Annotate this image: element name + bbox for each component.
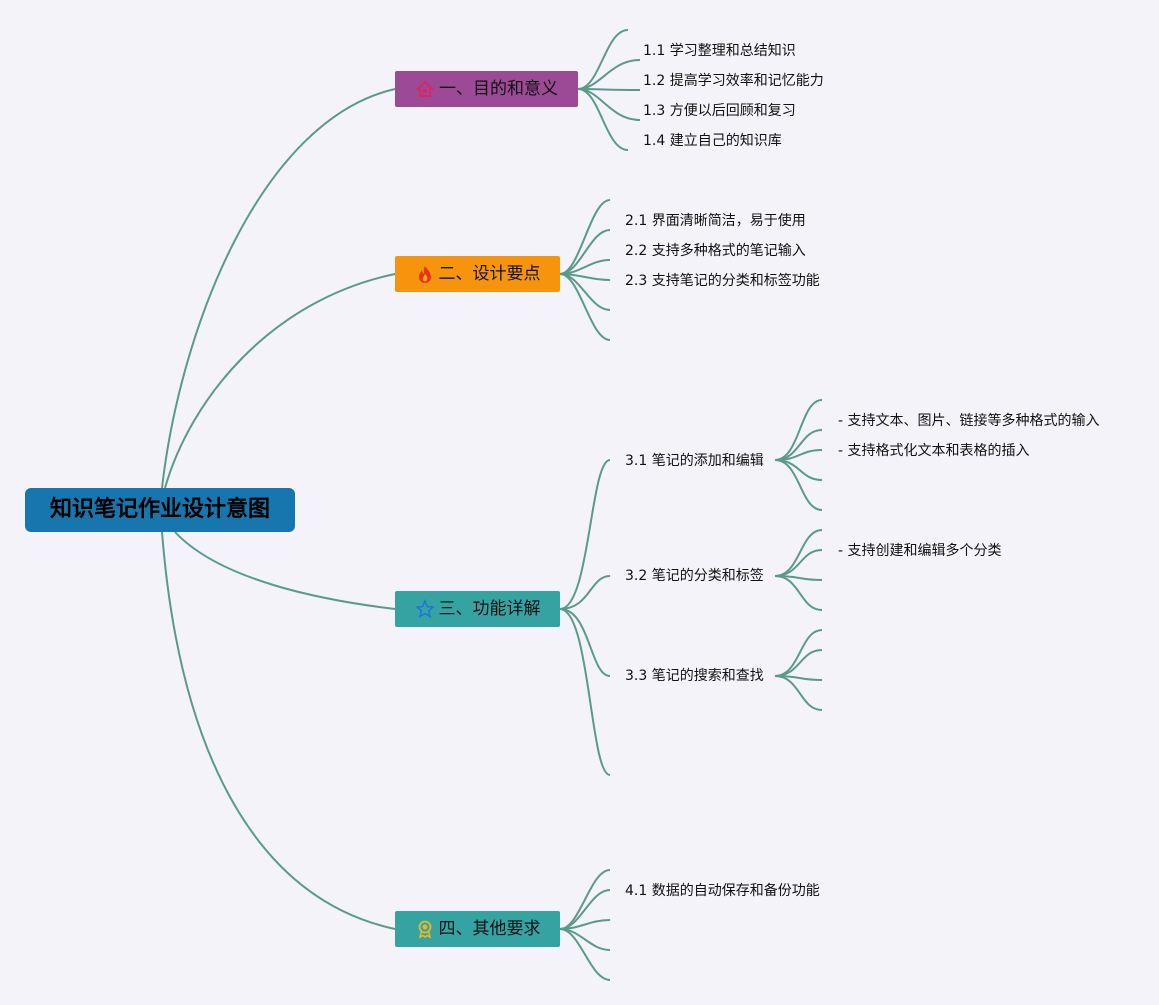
link-root-b3 xyxy=(174,531,396,610)
root-node[interactable]: 知识笔记作业设计意图 xyxy=(25,488,295,532)
list-item[interactable]: 4.1 数据的自动保存和备份功能 xyxy=(625,883,820,899)
sub-list-item[interactable]: - 支持格式化文本和表格的插入 xyxy=(838,443,1030,459)
list-item[interactable]: 2.1 界面清晰简洁，易于使用 xyxy=(625,213,806,229)
link-root-b1 xyxy=(161,88,396,489)
list-item[interactable]: 1.2 提高学习效率和记忆能力 xyxy=(643,73,824,89)
list-item[interactable]: 3.2 笔记的分类和标签 xyxy=(625,568,764,584)
branch-label: 三、功能详解 xyxy=(438,599,541,619)
list-item[interactable]: 1.1 学习整理和总结知识 xyxy=(643,43,796,59)
star-icon xyxy=(414,599,435,619)
branch-label: 四、其他要求 xyxy=(438,919,541,939)
list-item[interactable]: 1.4 建立自己的知识库 xyxy=(643,133,782,149)
fire-icon xyxy=(415,264,435,284)
list-item[interactable]: 3.3 笔记的搜索和查找 xyxy=(625,668,764,684)
link-root-b4 xyxy=(161,531,396,930)
list-item[interactable]: 3.1 笔记的添加和编辑 xyxy=(625,453,764,469)
link-root-b2 xyxy=(164,273,396,489)
sub-list-item[interactable]: - 支持创建和编辑多个分类 xyxy=(838,543,1002,559)
branch-node-features[interactable]: 三、功能详解 xyxy=(395,591,560,627)
award-icon xyxy=(415,919,435,939)
house-icon xyxy=(415,79,435,99)
list-item[interactable]: 2.2 支持多种格式的笔记输入 xyxy=(625,243,806,259)
branch-node-design[interactable]: 二、设计要点 xyxy=(395,256,560,292)
list-item[interactable]: 1.3 方便以后回顾和复习 xyxy=(643,103,796,119)
branch-node-other[interactable]: 四、其他要求 xyxy=(395,911,560,947)
list-item[interactable]: 2.3 支持笔记的分类和标签功能 xyxy=(625,273,820,289)
branch-node-purpose[interactable]: 一、目的和意义 xyxy=(395,71,578,107)
branch-label: 一、目的和意义 xyxy=(439,79,558,99)
branch-label: 二、设计要点 xyxy=(438,264,541,284)
sub-list-item[interactable]: - 支持文本、图片、链接等多种格式的输入 xyxy=(838,413,1100,429)
